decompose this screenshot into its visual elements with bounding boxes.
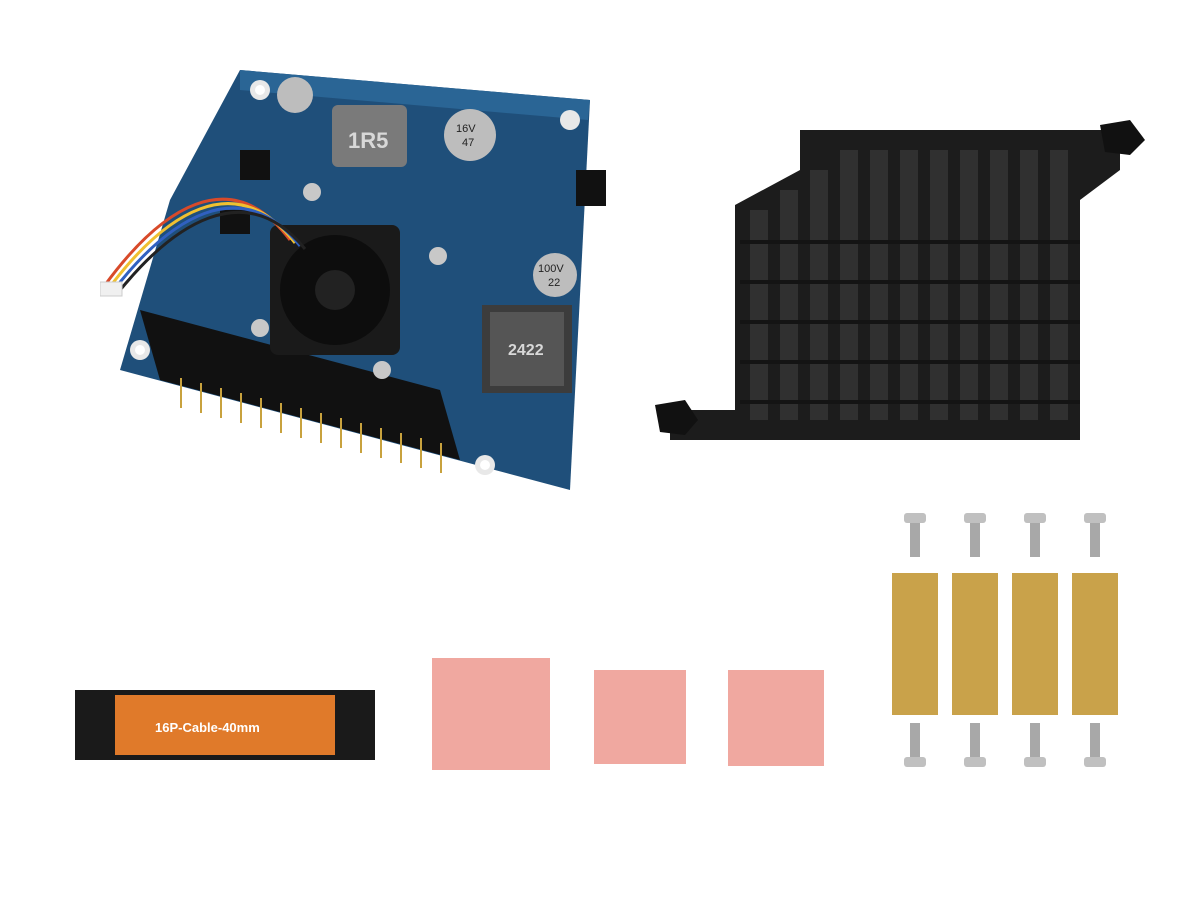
standoffs-brass [892, 573, 1118, 715]
screws-top [904, 513, 1106, 557]
cable-label: 16P-Cable-40mm [155, 720, 260, 735]
board-screw [373, 361, 391, 379]
thermal-pad-medium [594, 670, 686, 764]
inductor [332, 105, 407, 167]
mounting-hole [560, 110, 580, 130]
heatsink [640, 110, 1180, 450]
heatsink-mount-bottom [655, 400, 698, 435]
board-screw [251, 319, 269, 337]
cap-right-label: 100V [538, 263, 564, 275]
board-screw [303, 183, 321, 201]
heatsink-mount-top [1100, 120, 1145, 155]
ic-chip [240, 150, 270, 180]
cap-top-sub: 47 [462, 137, 474, 149]
transformer-label: 2422 [508, 342, 544, 359]
capacitor-right [533, 253, 577, 297]
capacitor-small [277, 77, 313, 113]
thermal-pad-small [728, 670, 824, 766]
hardware-kit [880, 505, 1140, 785]
pin-header-small [576, 170, 606, 206]
inductor-label: 1R5 [348, 128, 388, 153]
fpc-cable: 16P-Cable-40mm [75, 690, 375, 760]
cap-right-sub: 22 [548, 277, 560, 289]
thermal-pad-large [432, 658, 550, 770]
capacitor-top [444, 109, 496, 161]
board-screw [429, 247, 447, 265]
power-hat-board: 1R5 16V 47 100V 22 2422 [100, 60, 620, 500]
fan-connector [100, 281, 123, 297]
screws-bottom [904, 723, 1106, 767]
gpio-header [140, 310, 460, 460]
cap-top-label: 16V [456, 123, 476, 135]
